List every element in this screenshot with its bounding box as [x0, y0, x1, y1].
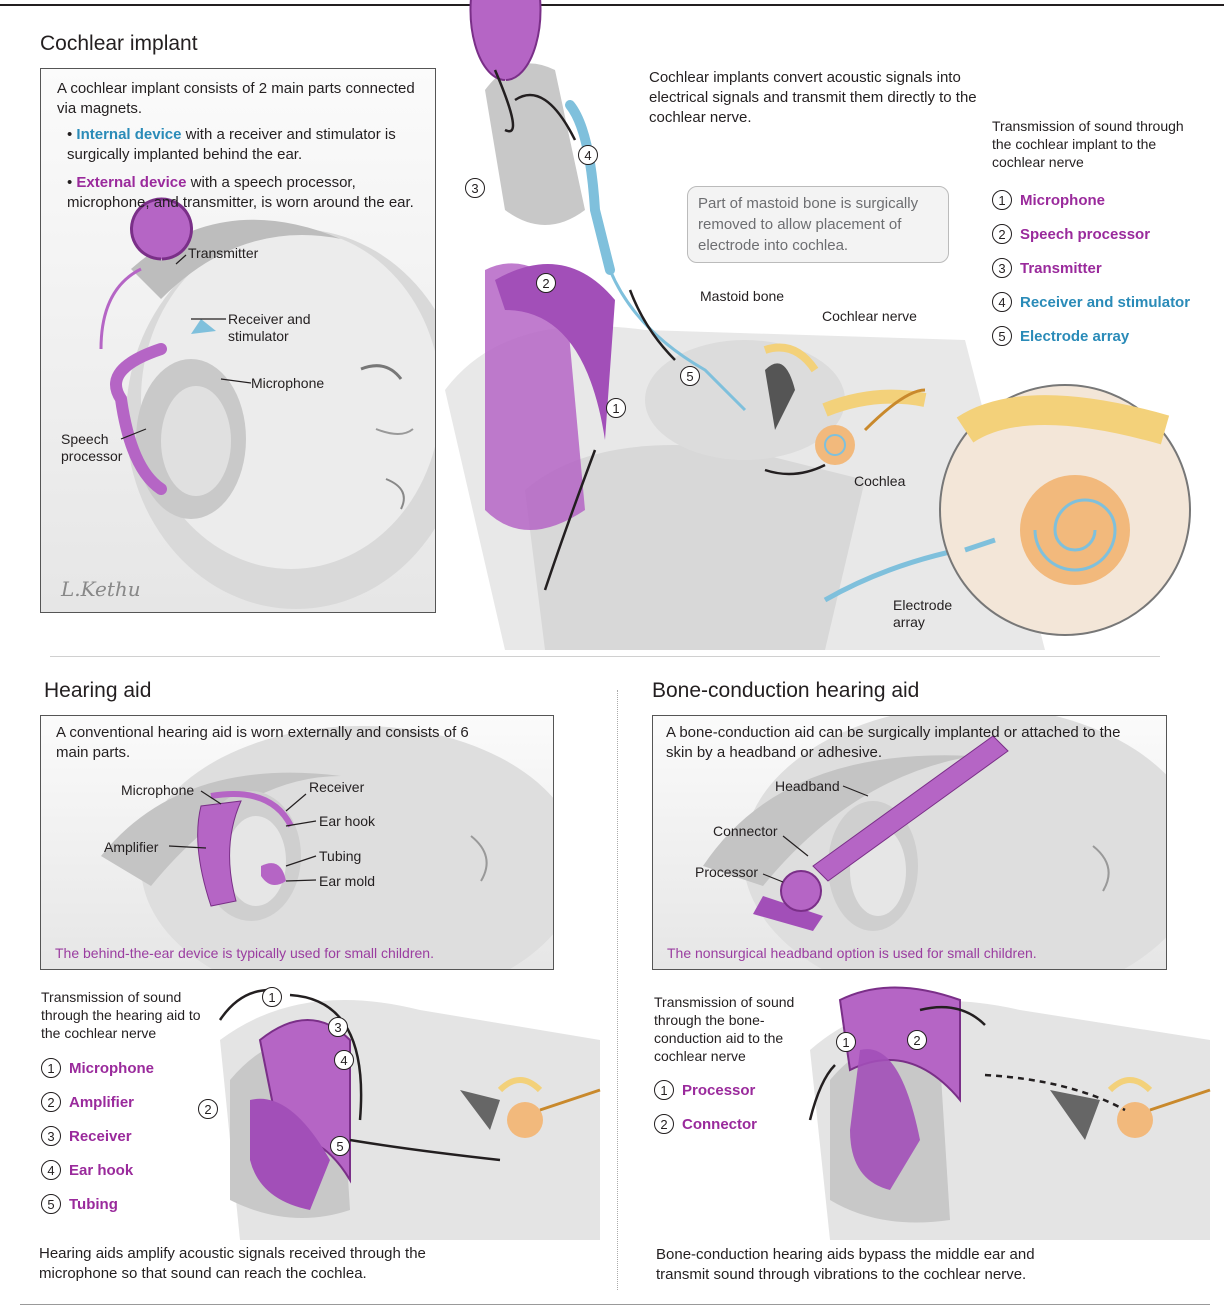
bone-conduction-description: Bone-conduction hearing aids bypass the …	[656, 1245, 1076, 1285]
top-rule	[0, 4, 1224, 6]
callout-3: 3	[465, 178, 485, 198]
bone-conduction-section-title: Bone-conduction hearing aid	[652, 679, 919, 703]
label-electrode-array: Electrode array	[893, 597, 963, 631]
bone-callout-1: 1	[836, 1032, 856, 1052]
label-hearing-microphone: Microphone	[121, 782, 194, 799]
hearing-legend-title: Transmission of sound through the hearin…	[41, 988, 216, 1042]
bone-conduction-panel: A bone-conduction aid can be surgically …	[652, 715, 1167, 970]
hearing-aid-caption: The behind-the-ear device is typically u…	[55, 945, 434, 961]
label-processor: Processor	[695, 864, 758, 881]
external-device-text: • External device with a speech processo…	[67, 173, 417, 213]
callout-2: 2	[536, 273, 556, 293]
hearing-callout-3: 3	[328, 1017, 348, 1037]
bone-conduction-anatomy-illustration	[790, 980, 1210, 1240]
callout-5: 5	[680, 366, 700, 386]
mastoid-note: Part of mastoid bone is surgically remov…	[687, 186, 949, 263]
artist-signature: L.Kethu	[61, 577, 141, 601]
section-divider	[50, 656, 1160, 657]
label-ear-mold: Ear mold	[319, 873, 375, 890]
cochlear-section-title: Cochlear implant	[40, 32, 198, 56]
hearing-aid-section-title: Hearing aid	[44, 679, 151, 703]
label-tubing: Tubing	[319, 848, 361, 865]
column-divider	[617, 690, 618, 1290]
callout-1: 1	[606, 398, 626, 418]
bone-conduction-intro: A bone-conduction aid can be surgically …	[666, 723, 1136, 763]
hearing-callout-2: 2	[198, 1099, 218, 1119]
label-microphone: Microphone	[251, 375, 324, 392]
hearing-callout-4: 4	[334, 1050, 354, 1070]
label-hearing-receiver: Receiver	[309, 779, 364, 796]
bottom-rule	[20, 1304, 1210, 1305]
label-connector: Connector	[713, 823, 778, 840]
label-mastoid-bone: Mastoid bone	[700, 288, 784, 305]
label-cochlear-nerve: Cochlear nerve	[822, 308, 917, 325]
label-headband: Headband	[775, 778, 840, 795]
internal-device-text: • Internal device with a receiver and st…	[67, 125, 417, 165]
cochlear-child-panel: A cochlear implant consists of 2 main pa…	[40, 68, 436, 613]
label-transmitter: Transmitter	[188, 245, 258, 262]
label-speech-processor: Speech processor	[61, 431, 131, 465]
label-ear-hook: Ear hook	[319, 813, 375, 830]
cochlear-legend-title: Transmission of sound through the cochle…	[992, 117, 1192, 171]
cochlear-description: Cochlear implants convert acoustic signa…	[649, 68, 979, 128]
label-cochlea: Cochlea	[854, 473, 905, 490]
bone-legend-title: Transmission of sound through the bone-c…	[654, 993, 814, 1065]
hearing-aid-intro: A conventional hearing aid is worn exter…	[56, 723, 486, 763]
hearing-aid-panel: A conventional hearing aid is worn exter…	[40, 715, 554, 970]
bone-callout-2: 2	[907, 1030, 927, 1050]
hearing-callout-5: 5	[330, 1136, 350, 1156]
internal-device-term: Internal device	[76, 126, 181, 143]
callout-4: 4	[578, 145, 598, 165]
hearing-callout-1: 1	[262, 987, 282, 1007]
label-amplifier: Amplifier	[104, 839, 158, 856]
external-device-term: External device	[76, 174, 186, 191]
label-receiver-stimulator: Receiver and stimulator	[228, 311, 318, 345]
hearing-aid-anatomy-illustration	[200, 980, 600, 1240]
cochlear-intro: A cochlear implant consists of 2 main pa…	[57, 79, 417, 119]
bone-conduction-caption: The nonsurgical headband option is used …	[667, 945, 1037, 961]
hearing-aid-description: Hearing aids amplify acoustic signals re…	[39, 1244, 459, 1284]
